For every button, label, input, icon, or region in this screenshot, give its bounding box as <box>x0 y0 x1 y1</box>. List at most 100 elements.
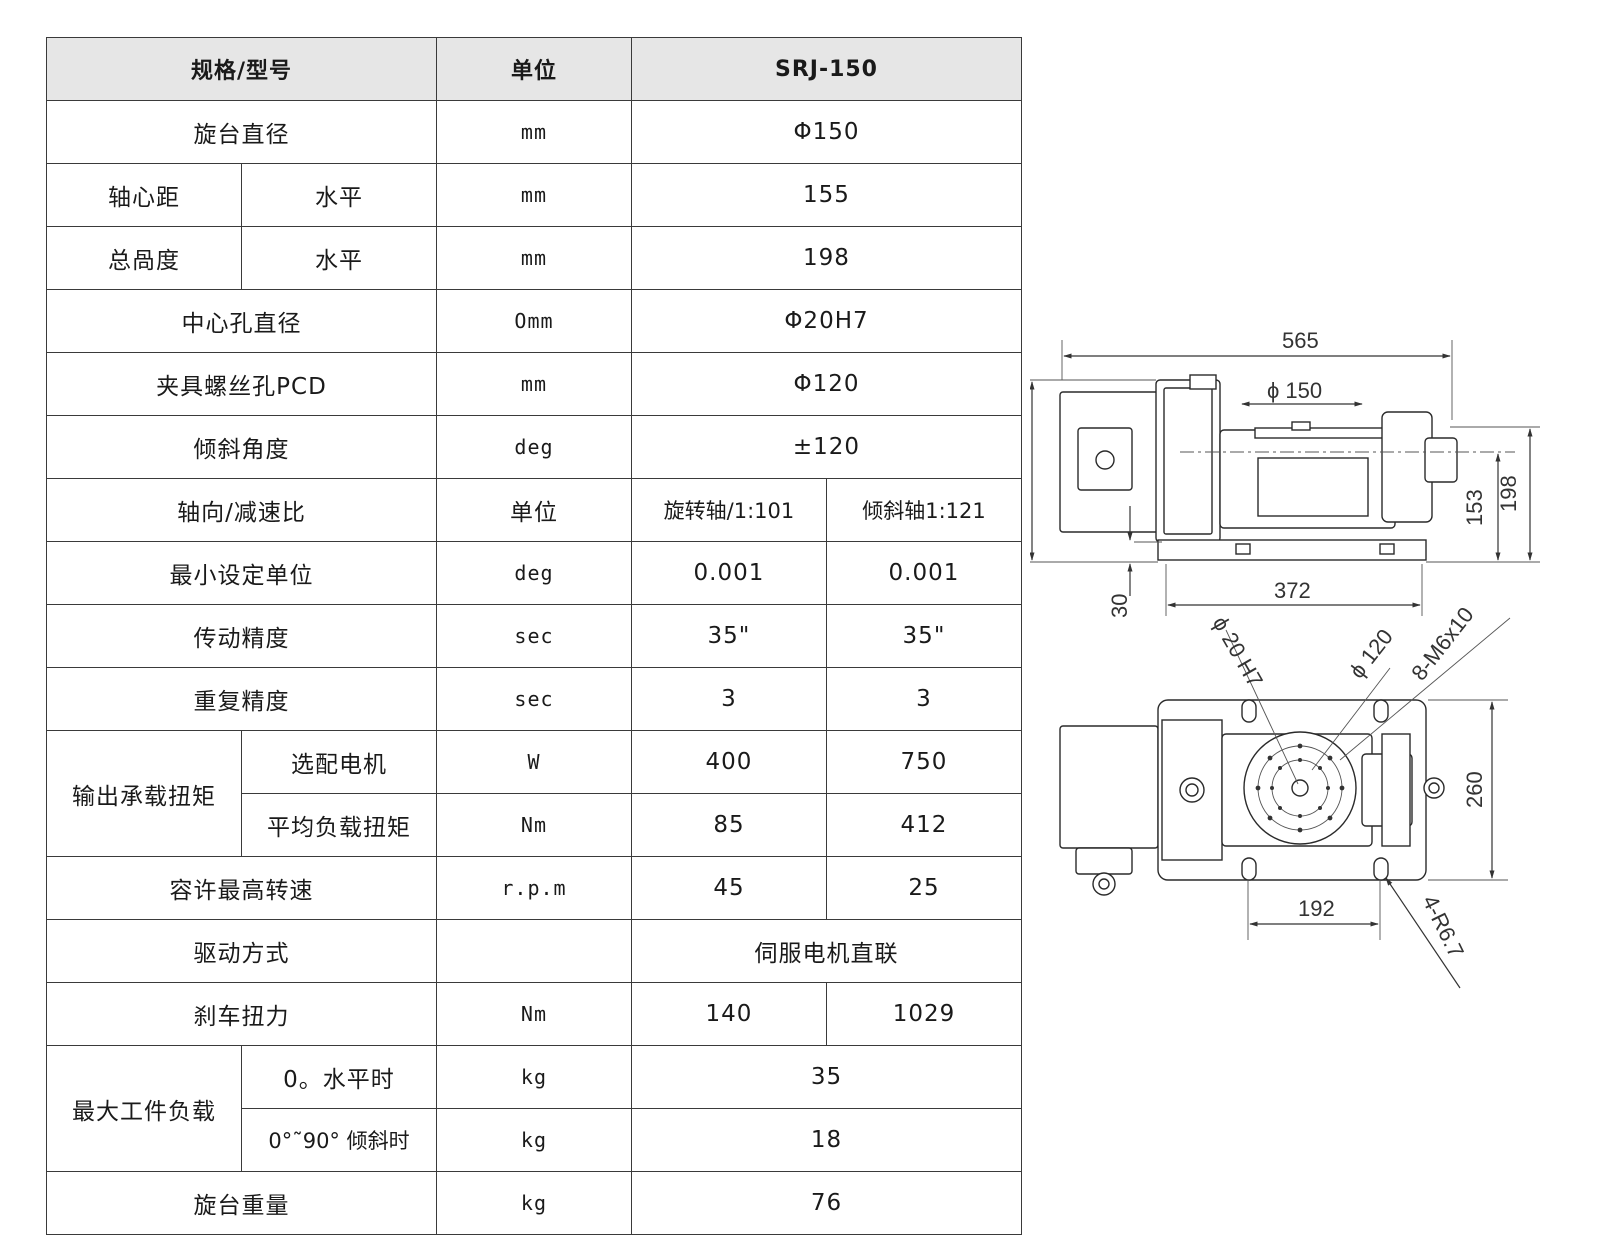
table-row: 传动精度 sec 35" 35" <box>46 604 1023 668</box>
row-value-tilt: 0.001 <box>825 541 1023 605</box>
header-model: SRJ-150 <box>630 37 1023 101</box>
row-unit: Nm <box>435 982 632 1046</box>
row-sublabel: 0°˜90° 倾斜时 <box>240 1108 437 1172</box>
row-label: 夹具螺丝孔PCD <box>46 352 437 416</box>
row-value: ±120 <box>630 415 1023 479</box>
row-value-rotary: 3 <box>630 667 827 731</box>
row-label: 旋台直径 <box>46 100 437 164</box>
row-label: 轴向/减速比 <box>46 478 437 542</box>
row-unit: r.p.m <box>435 856 632 920</box>
table-row: 倾斜角度 deg ±120 <box>46 415 1023 479</box>
row-value-rotary: 35" <box>630 604 827 668</box>
row-unit: mm <box>435 163 632 227</box>
row-sublabel: 水平 <box>240 226 437 290</box>
row-value-rotary: 85 <box>630 793 827 857</box>
row-value: 155 <box>630 163 1023 227</box>
row-unit: deg <box>435 541 632 605</box>
spec-table: 规格/型号 单位 SRJ-150 旋台直径 mm Φ150 轴心距 水平 mm … <box>46 37 1023 1235</box>
row-value-rotary: 0.001 <box>630 541 827 605</box>
row-value-tilt: 倾斜轴1:121 <box>825 478 1023 542</box>
row-sublabel: 平均负载扭矩 <box>240 793 437 857</box>
row-unit: sec <box>435 667 632 731</box>
row-unit: mm <box>435 226 632 290</box>
row-unit <box>435 919 632 983</box>
table-row: 容许最高转速 r.p.m 45 25 <box>46 856 1023 920</box>
row-value: 伺服电机直联 <box>630 919 1023 983</box>
row-value-tilt: 412 <box>825 793 1023 857</box>
row-unit: Nm <box>435 793 632 857</box>
row-label: 倾斜角度 <box>46 415 437 479</box>
row-value: Φ150 <box>630 100 1023 164</box>
table-row: 夹具螺丝孔PCD mm Φ120 <box>46 352 1023 416</box>
dim-center-hole: ϕ 20 H7 <box>1208 612 1268 691</box>
row-value-rotary: 旋转轴/1:101 <box>630 478 827 542</box>
dim-table-dia: ϕ 150 <box>1267 378 1322 403</box>
row-label: 重复精度 <box>46 667 437 731</box>
row-unit: sec <box>435 604 632 668</box>
row-value-tilt: 25 <box>825 856 1023 920</box>
row-value: 76 <box>630 1171 1023 1235</box>
row-value-tilt: 750 <box>825 730 1023 794</box>
row-label: 最大工件负载 <box>46 1045 242 1172</box>
table-row: 旋台直径 mm Φ150 <box>46 100 1023 164</box>
table-row: 总咼度 水平 mm 198 <box>46 226 1023 290</box>
base-plate <box>1157 539 1427 561</box>
row-sublabel: 选配电机 <box>240 730 437 794</box>
dim-base-width: 372 <box>1274 578 1311 603</box>
row-unit: mm <box>435 100 632 164</box>
front-view: 565 ϕ 150 268 153 19 <box>1030 328 1540 618</box>
dim-screw: 8-M6x10 <box>1406 602 1478 685</box>
row-value-tilt: 3 <box>825 667 1023 731</box>
row-value-tilt: 1029 <box>825 982 1023 1046</box>
table-header-row: 规格/型号 单位 SRJ-150 <box>46 37 1023 101</box>
row-value: 18 <box>630 1108 1023 1172</box>
row-unit: mm <box>435 352 632 416</box>
top-view: ϕ 20 H7 ϕ 120 8-M6x10 260 192 4-R6.7 <box>1059 602 1511 989</box>
table-row: 最大工件负载 0。水平时 kg 35 <box>46 1045 1023 1172</box>
row-label: 中心孔直径 <box>46 289 437 353</box>
row-label: 总咼度 <box>46 226 242 290</box>
dim-center-height: 153 <box>1462 489 1487 526</box>
dim-height: 268 <box>1030 441 1031 478</box>
row-unit: 单位 <box>435 478 632 542</box>
row-value: 198 <box>630 226 1023 290</box>
table-row: 最小设定单位 deg 0.001 0.001 <box>46 541 1023 605</box>
table-row: 轴心距 水平 mm 155 <box>46 163 1023 227</box>
motor-housing-top <box>1059 725 1159 849</box>
header-spec: 规格/型号 <box>46 37 437 101</box>
row-label: 最小设定单位 <box>46 541 437 605</box>
row-unit: kg <box>435 1045 632 1109</box>
nameplate <box>1257 457 1369 517</box>
row-label: 传动精度 <box>46 604 437 668</box>
dim-slot: 4-R6.7 <box>1418 891 1469 961</box>
dim-depth: 260 <box>1462 771 1487 808</box>
row-unit: kg <box>435 1108 632 1172</box>
technical-drawing: 565 ϕ 150 268 153 19 <box>1030 328 1540 989</box>
dim-base-offset: 30 <box>1107 594 1132 618</box>
row-value-rotary: 400 <box>630 730 827 794</box>
row-sublabel: 0。水平时 <box>240 1045 437 1109</box>
row-value-tilt: 35" <box>825 604 1023 668</box>
row-unit: Omm <box>435 289 632 353</box>
dim-pcd: ϕ 120 <box>1344 624 1398 683</box>
row-label: 轴心距 <box>46 163 242 227</box>
row-value: 35 <box>630 1045 1023 1109</box>
table-row: 重复精度 sec 3 3 <box>46 667 1023 731</box>
row-unit: deg <box>435 415 632 479</box>
table-row: 驱动方式 伺服电机直联 <box>46 919 1023 983</box>
row-value: Φ120 <box>630 352 1023 416</box>
dim-total-height: 198 <box>1496 475 1521 512</box>
row-unit: W <box>435 730 632 794</box>
table-row: 输出承载扭矩 选配电机 W 400 750 <box>46 730 1023 857</box>
table-row: 中心孔直径 Omm Φ20H7 <box>46 289 1023 353</box>
row-label: 容许最高转速 <box>46 856 437 920</box>
row-label: 旋台重量 <box>46 1171 437 1235</box>
dim-offset: 192 <box>1298 896 1335 921</box>
table-row: 轴向/减速比 单位 旋转轴/1:101 倾斜轴1:121 <box>46 478 1023 542</box>
header-unit: 单位 <box>435 37 632 101</box>
row-sublabel: 水平 <box>240 163 437 227</box>
table-row: 刹车扭力 Nm 140 1029 <box>46 982 1023 1046</box>
table-row: 旋台重量 kg 76 <box>46 1171 1023 1235</box>
row-unit: kg <box>435 1171 632 1235</box>
row-value: Φ20H7 <box>630 289 1023 353</box>
